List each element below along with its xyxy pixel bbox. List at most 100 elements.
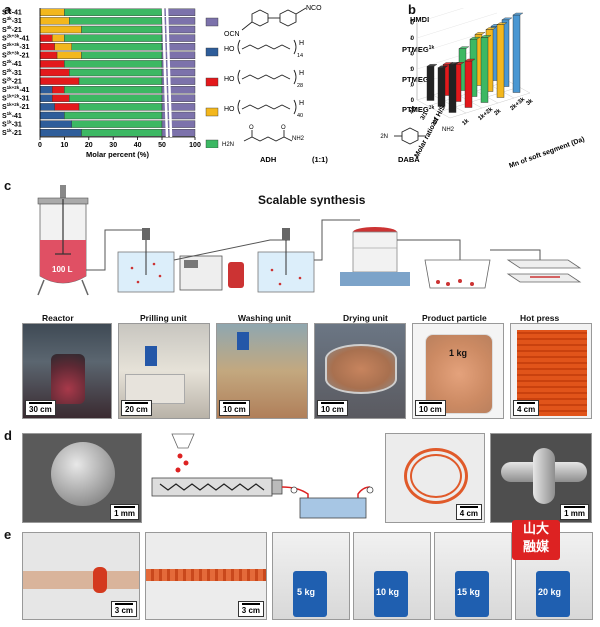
bar-segment bbox=[64, 60, 163, 68]
unit-title-drying: Drying unit bbox=[343, 313, 388, 323]
bar-segment bbox=[161, 85, 196, 94]
bar-segment bbox=[161, 103, 196, 111]
bar-segment bbox=[161, 94, 196, 103]
bar-segment bbox=[69, 17, 163, 25]
bar-segment bbox=[161, 111, 196, 120]
depth-tick-label: 3/1 bbox=[420, 110, 430, 121]
washing-tank bbox=[257, 228, 315, 293]
synthesis-schematic: 100 L bbox=[37, 185, 582, 296]
bar-segment bbox=[39, 103, 55, 111]
bar-segment bbox=[161, 25, 196, 34]
h-text-1k: H bbox=[299, 40, 304, 47]
bar-segment bbox=[39, 34, 53, 42]
bar-segment bbox=[71, 120, 163, 128]
category-label: S2k-21 bbox=[2, 76, 22, 85]
y-tick-label: 10 bbox=[410, 83, 415, 89]
depth-axis-label: Molar ratio of H/S bbox=[414, 104, 448, 159]
panel-label-b: b bbox=[408, 2, 416, 17]
photo-washing: 10 cm bbox=[216, 323, 308, 419]
bar-segment bbox=[52, 34, 65, 42]
category-label: S1k-41 bbox=[2, 111, 22, 120]
category-label: S1k+2k-41 bbox=[2, 85, 30, 94]
bar-segment bbox=[64, 34, 163, 42]
scalebar-sem-2: 1 mm bbox=[560, 504, 589, 520]
photo-wrist-band: 3 cm bbox=[22, 532, 140, 620]
bar-3d-top bbox=[496, 22, 508, 25]
bar-segment bbox=[52, 85, 65, 94]
depth-tick-label: 2/1 bbox=[431, 116, 441, 127]
bar-segment bbox=[69, 68, 163, 77]
bar-segment bbox=[52, 94, 70, 103]
scalable-synthesis-title: Scalable synthesis bbox=[258, 193, 366, 207]
bar-3d-top bbox=[512, 12, 524, 16]
photo-braided-fiber: 3 cm bbox=[145, 532, 267, 620]
unit-title-reactor: Reactor bbox=[42, 313, 74, 323]
bar-segment bbox=[161, 68, 196, 77]
photo-reactor: 30 cm bbox=[22, 323, 112, 419]
adh-label: ADH bbox=[260, 155, 276, 164]
panel-label-a: a bbox=[4, 2, 12, 17]
bar-segment bbox=[39, 68, 70, 77]
bar-segment bbox=[39, 85, 53, 94]
x-axis-label: Molar percent (%) bbox=[86, 150, 149, 159]
photo-fiber-coil: 4 cm bbox=[385, 433, 485, 523]
scalebar-reactor: 30 cm bbox=[25, 400, 56, 416]
panel-a-chemical-structures: OCN NCO HO H 14 HO H 28 HO H 40 H2N NH2 … bbox=[222, 5, 328, 164]
x-tick-label: 10 bbox=[61, 142, 69, 149]
weight-label-5kg: 5 kg bbox=[297, 587, 316, 597]
bar-segment bbox=[81, 25, 163, 34]
legend-swatch bbox=[205, 47, 219, 57]
prilling-tank bbox=[117, 228, 175, 293]
legend-swatch bbox=[205, 139, 219, 148]
x-tick-label: 1k bbox=[461, 118, 470, 127]
bar-3d-top bbox=[464, 58, 476, 62]
category-label: S1k-31 bbox=[2, 119, 22, 128]
h-text-2k: H bbox=[299, 70, 304, 77]
bar-3d bbox=[464, 60, 473, 108]
bar-3d-top bbox=[448, 62, 460, 65]
category-label: S1k+2k-21 bbox=[2, 102, 30, 111]
photo-drying: 10 cm bbox=[314, 323, 406, 419]
bar-segment bbox=[39, 77, 80, 85]
x-tick-label: 0 bbox=[38, 142, 42, 149]
y-tick-label: 40 bbox=[410, 36, 415, 42]
category-label: S3k-21 bbox=[2, 25, 22, 34]
scalebar-fiber: 4 cm bbox=[455, 504, 482, 520]
hopper bbox=[171, 433, 195, 473]
x-tick-label: 50 bbox=[158, 142, 166, 149]
reactor-vessel bbox=[37, 185, 89, 296]
h-text-3k: H bbox=[299, 100, 304, 107]
bar-segment bbox=[161, 34, 196, 42]
ho-text-3k: HO bbox=[224, 106, 235, 113]
extrusion-schematic bbox=[151, 433, 374, 519]
x-axis-label: Mn of soft segment (Da) bbox=[508, 136, 585, 170]
sub14-text: 14 bbox=[297, 53, 303, 59]
photo-hot-press: 4 cm bbox=[510, 323, 592, 419]
sem-particle-image: 1 mm bbox=[22, 433, 142, 523]
hmdi-label: HMDI bbox=[410, 15, 429, 24]
y-tick-label: 20 bbox=[410, 67, 415, 73]
photo-weight-15kg: 15 kg bbox=[434, 532, 512, 620]
bar-3d-top bbox=[458, 46, 470, 49]
bar-segment bbox=[39, 51, 58, 59]
unit-title-prilling: Prilling unit bbox=[140, 313, 187, 323]
bar-3d bbox=[512, 14, 521, 93]
category-label: S2k+3k-41 bbox=[2, 33, 30, 42]
legend-swatch bbox=[205, 77, 219, 87]
bar-3d-top bbox=[480, 35, 492, 38]
bar-segment bbox=[81, 51, 163, 59]
product-tray bbox=[424, 259, 491, 289]
bar-3d bbox=[480, 37, 489, 103]
daba-label: DABA bbox=[398, 155, 420, 164]
category-label: S2k+3k-31 bbox=[2, 42, 30, 51]
bar-segment bbox=[64, 111, 163, 120]
media-logo-watermark: 山大 融媒 bbox=[512, 520, 560, 560]
bar-segment bbox=[39, 120, 72, 128]
y-tick-label: 50 bbox=[410, 21, 415, 27]
bar-segment bbox=[78, 77, 163, 85]
ho-text-1k: HO bbox=[224, 46, 235, 53]
panel-label-d: d bbox=[4, 428, 12, 443]
weight-label-20kg: 20 kg bbox=[538, 587, 562, 597]
weight-label-15kg: 15 kg bbox=[457, 587, 481, 597]
photo-prilling: 20 cm bbox=[118, 323, 210, 419]
